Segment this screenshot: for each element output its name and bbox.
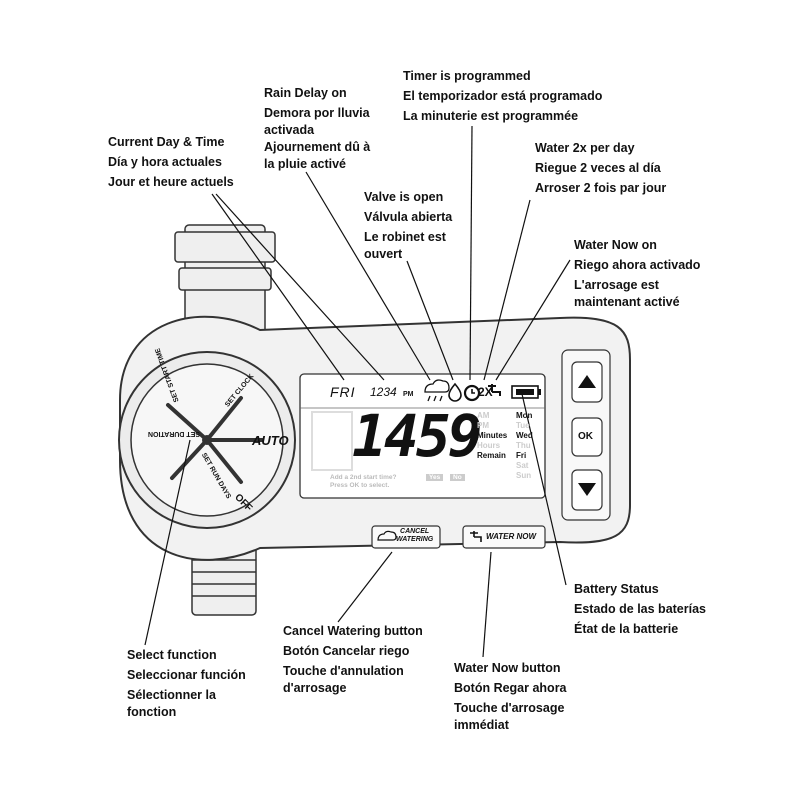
callout-text: Riego ahora activado — [574, 258, 701, 272]
callout-text: Arroser 2 fois par jour — [535, 181, 667, 195]
callout-text: Ajournement dû à — [264, 140, 371, 154]
callout-text: Touche d'arrosage — [454, 701, 565, 715]
callout-text: Rain Delay on — [264, 86, 347, 100]
callout-text: Water Now on — [574, 238, 657, 252]
day-sun: Sun — [516, 471, 532, 480]
up-arrow-icon — [578, 375, 596, 388]
callout-text: Botón Regar ahora — [454, 681, 567, 695]
lcd-clock: 1234 — [370, 385, 397, 399]
callout-water-2x: Water 2x per day Riegue 2 veces al día A… — [535, 140, 666, 197]
callout-text: Riegue 2 veces al día — [535, 161, 661, 175]
callout-text: Valve is open — [364, 190, 444, 204]
unit-minutes: Minutes — [477, 431, 508, 440]
prompt-line-2: Press OK to select. — [330, 482, 390, 489]
callout-text: Water 2x per day — [535, 141, 635, 155]
day-mon: Mon — [516, 411, 533, 420]
day-thu: Thu — [516, 441, 531, 450]
callout-text: Select function — [127, 648, 217, 662]
callout-text: Touche d'annulation — [283, 664, 404, 678]
callout-battery-status: Battery Status Estado de las baterías Ét… — [574, 581, 706, 638]
callout-text: Demora por lluvia — [264, 106, 370, 120]
lcd-no: No — [450, 474, 465, 481]
lcd-frame — [299, 373, 546, 499]
lcd-units: AM PM Minutes Hours Remain — [477, 411, 507, 461]
cancel-label-line-2: WATERING — [396, 536, 434, 543]
callout-text: État de la batterie — [574, 622, 679, 636]
callout-text: Le robinet est — [364, 230, 446, 244]
water-now-on-icon — [488, 384, 501, 396]
day-tue: Tue — [516, 421, 530, 430]
callout-text: Sélectionner la — [127, 688, 216, 702]
rain-delay-icon — [424, 379, 450, 402]
valve-open-icon — [448, 382, 462, 402]
callout-text: fonction — [127, 705, 177, 719]
lcd-clock-ampm: PM — [403, 391, 414, 398]
callout-text: Día y hora actuales — [108, 155, 222, 169]
faucet-connector-top — [174, 224, 276, 341]
down-arrow-icon — [578, 483, 596, 496]
lcd-big-digits: 1459 — [352, 402, 483, 470]
callout-text: Estado de las baterías — [574, 602, 707, 616]
callout-valve-open: Valve is open Válvula abierta Le robinet… — [364, 189, 452, 263]
cancel-watering-label[interactable]: CANCEL WATERING — [396, 528, 433, 544]
callout-text: Water Now button — [454, 661, 561, 675]
callout-water-now-button: Water Now button Botón Regar ahora Touch… — [454, 660, 567, 734]
lcd-day: FRI — [330, 384, 356, 400]
unit-am: AM — [477, 411, 490, 420]
callout-text: La minuterie est programmée — [403, 109, 579, 123]
dial-set-duration-label: SET DURATION — [148, 430, 200, 437]
callout-water-now-on: Water Now on Riego ahora activado L'arro… — [574, 237, 700, 311]
water-now-label[interactable]: WATER NOW — [486, 532, 537, 541]
ok-button-label[interactable]: OK — [578, 431, 593, 442]
dial-auto-label: AUTO — [252, 433, 289, 448]
water-now-button[interactable] — [462, 525, 546, 549]
callout-text: ouvert — [364, 247, 403, 261]
callout-text: immédiat — [454, 718, 509, 732]
callout-text: la pluie activé — [264, 157, 346, 171]
lcd-2x-label: 2X — [478, 385, 493, 399]
callout-current-day-time: Current Day & Time Día y hora actuales J… — [108, 134, 234, 191]
callout-text: Seleccionar función — [127, 668, 246, 682]
dial-spokes — [166, 396, 264, 484]
prompt-line-1: Add a 2nd start time? — [330, 474, 397, 481]
lcd-yes: Yes — [426, 474, 444, 481]
day-wed: Wed — [516, 431, 533, 440]
day-sat: Sat — [516, 461, 529, 470]
callout-text: L'arrosage est — [574, 278, 659, 292]
dial-hub — [202, 435, 212, 445]
callout-text: El temporizador está programado — [403, 89, 603, 103]
leader-lines — [144, 125, 571, 658]
callout-text: Cancel Watering button — [283, 624, 423, 638]
callout-text: Timer is programmed — [403, 69, 531, 83]
callout-text: Botón Cancelar riego — [283, 644, 410, 658]
cancel-label-line-1: CANCEL — [400, 528, 430, 535]
callout-text: maintenant activé — [574, 295, 680, 309]
callout-text: d'arrosage — [283, 681, 347, 695]
callout-timer-programmed: Timer is programmed El temporizador está… — [403, 68, 602, 125]
callout-text: Battery Status — [574, 582, 659, 596]
callout-text: Jour et heure actuels — [108, 175, 234, 189]
lcd-days: Mon Tue Wed Thu Fri Sat Sun — [516, 411, 533, 481]
unit-remain: Remain — [477, 451, 506, 460]
timer-programmed-icon — [463, 384, 481, 402]
faucet-icon — [470, 531, 482, 542]
cloud-icon — [377, 530, 397, 541]
callout-rain-delay: Rain Delay on Demora por lluvia activada… — [264, 85, 370, 173]
battery-icon — [511, 385, 541, 399]
callout-text: Válvula abierta — [364, 210, 453, 224]
callout-select-function: Select function Seleccionar función Séle… — [127, 647, 246, 721]
day-fri: Fri — [516, 451, 527, 460]
callout-text: Current Day & Time — [108, 135, 225, 149]
lcd-prompt: Add a 2nd start time? Press OK to select… — [330, 474, 396, 490]
callout-cancel-watering-button: Cancel Watering button Botón Cancelar ri… — [283, 623, 423, 697]
callout-text: activada — [264, 123, 315, 137]
unit-hours: Hours — [477, 441, 501, 450]
ok-button-frame[interactable] — [571, 417, 603, 457]
unit-pm: PM — [477, 421, 489, 430]
